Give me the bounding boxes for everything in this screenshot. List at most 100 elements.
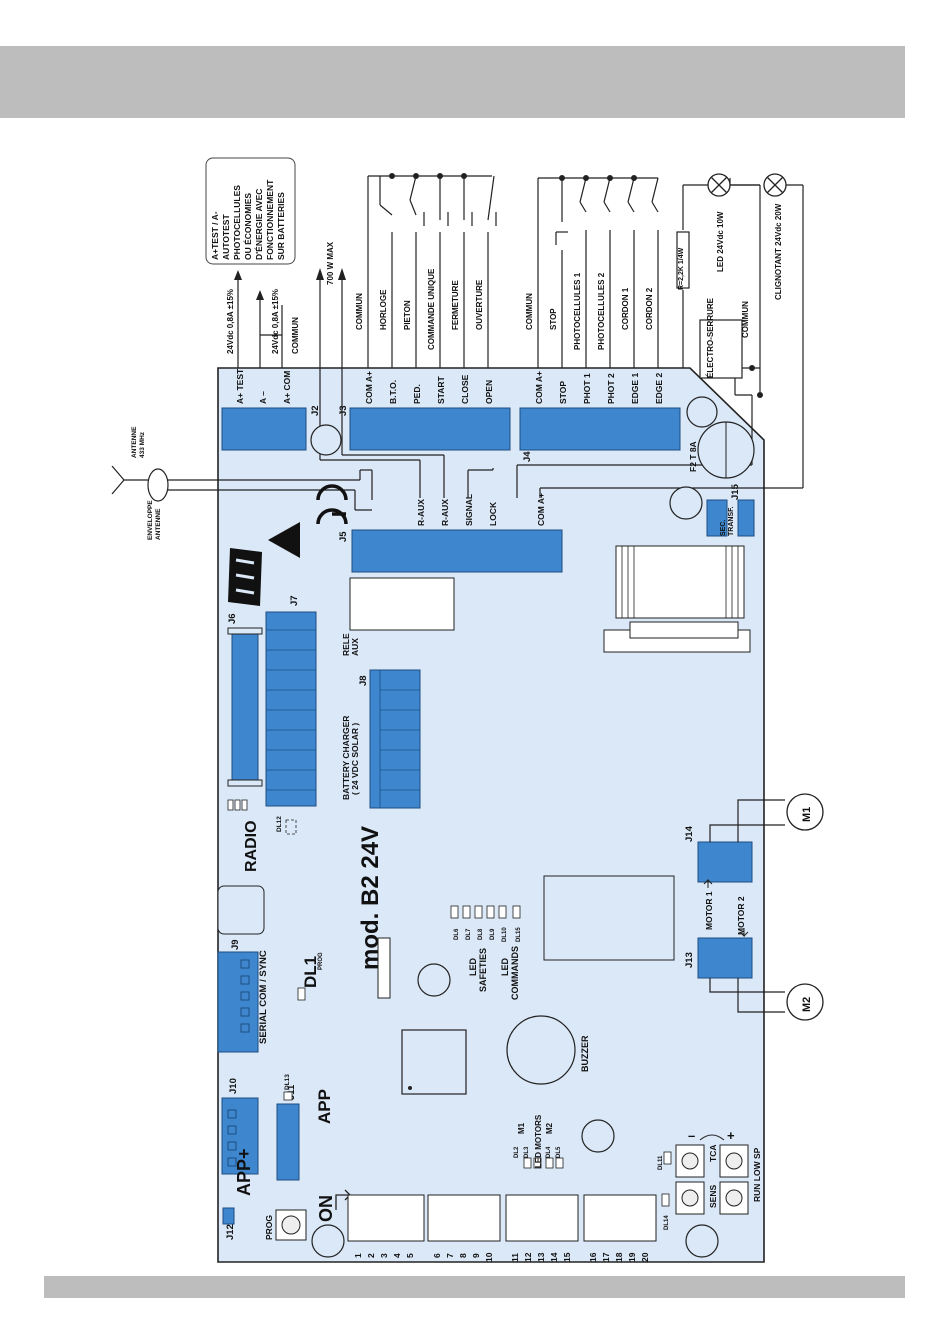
radio-module-socket <box>217 885 265 935</box>
ribbon-connector-j6[interactable] <box>231 627 259 787</box>
motor2-label: MOTOR 2 <box>736 896 746 935</box>
dl8-led <box>474 905 483 919</box>
led-commands-label: LED <box>500 957 510 976</box>
label-j3: J3 <box>338 405 349 416</box>
aux-relay <box>349 577 455 631</box>
terminal-number: 14 <box>549 1252 559 1262</box>
junction-dot <box>389 173 395 179</box>
connector-j3[interactable] <box>349 407 511 451</box>
j4-wire-label: STOP <box>549 308 558 330</box>
aux-relay-label: RELE <box>341 633 351 656</box>
connector-j15-a[interactable] <box>706 499 728 537</box>
j3-pin-label: OPEN <box>484 380 494 404</box>
battery-charger-label: BATTERY CHARGER <box>341 716 351 800</box>
led-commands-label: COMMANDS <box>510 946 520 1000</box>
esd-warning-icon <box>268 522 300 558</box>
dl1-label: DL1 <box>301 956 320 988</box>
svg-text:PHOTOCELLULES: PHOTOCELLULES <box>232 185 242 260</box>
radio-led <box>241 799 248 811</box>
dl6-led <box>450 905 459 919</box>
terminal-block-6-10 <box>427 1194 501 1242</box>
j4-wire-label: CORDON 2 <box>645 287 654 330</box>
mount-hole <box>417 963 451 997</box>
j3-pin-label: START <box>436 375 446 404</box>
j4-wire-label: CORDON 1 <box>621 287 630 330</box>
j5-pin-label: COM A+ <box>536 493 546 526</box>
mount-hole <box>311 1224 345 1258</box>
terminal-number: 9 <box>471 1253 481 1258</box>
j3-wire-label: COMMANDE UNIQUE <box>427 268 436 350</box>
dl9-label: DL9 <box>490 928 496 940</box>
label-j10: J10 <box>228 1078 239 1094</box>
j3-pin-label: CLOSE <box>460 374 470 404</box>
svg-text:AUTOTEST: AUTOTEST <box>221 214 231 260</box>
svg-text:D'ÉNERGIE AVEC: D'ÉNERGIE AVEC <box>254 189 264 260</box>
electric-lock-label: ÉLECTRO-SERRURE <box>706 297 715 378</box>
j2-wire-label: 24Vdc 0,8A ±15% <box>226 289 235 354</box>
buzzer <box>506 1015 576 1085</box>
junction-dot <box>461 173 467 179</box>
label-j4: J4 <box>522 451 533 462</box>
connector-j13[interactable] <box>697 937 753 979</box>
transformer <box>615 545 745 619</box>
junction-dot <box>437 173 443 179</box>
connector-j14[interactable] <box>697 841 753 883</box>
connector-j2[interactable] <box>221 407 307 451</box>
serial-label: SERIAL COM / SYNC <box>258 950 269 1044</box>
svg-text:OU ÉCONOMIES: OU ÉCONOMIES <box>243 193 253 260</box>
terminal-block-11-15 <box>505 1194 579 1242</box>
led-lamp-label: LED 24Vdc 10W <box>716 211 725 272</box>
power-arrow-1 <box>316 268 324 280</box>
dl12-led <box>285 819 297 835</box>
connector-j12[interactable] <box>222 1207 235 1225</box>
motor-m1-symbol <box>786 793 824 831</box>
dl2-led <box>523 1157 532 1169</box>
terminal-number: 7 <box>445 1253 455 1258</box>
dl7-label: DL7 <box>466 928 472 940</box>
dl11-label: DL11 <box>658 1155 664 1170</box>
j4-pin-label: COM A+ <box>534 371 544 404</box>
label-j15: J15 <box>730 483 741 500</box>
connector-j15-b[interactable] <box>737 499 755 537</box>
j4-pin-label: EDGE 1 <box>630 373 640 404</box>
trimmer-direction-icon <box>699 1134 725 1141</box>
label-j14: J14 <box>684 825 695 842</box>
junction-dot <box>583 175 589 181</box>
motor-relay-block <box>543 875 675 961</box>
j2-pin-label: A+ TEST <box>235 368 245 404</box>
dl7-led <box>462 905 471 919</box>
terminal-number: 15 <box>562 1252 572 1262</box>
j3-wire-label: PIETON <box>403 300 412 330</box>
dl14-label: DL14 <box>664 1215 670 1230</box>
terminal-number: 13 <box>536 1252 546 1262</box>
radio-led <box>234 799 241 811</box>
connector-j11[interactable] <box>276 1103 300 1181</box>
dl6-label: DL6 <box>454 928 460 940</box>
dl3-label: DL3 <box>524 1146 530 1158</box>
connector-j5[interactable] <box>351 529 563 573</box>
dl1-led <box>297 987 306 1001</box>
terminal-number: 20 <box>640 1252 650 1262</box>
j5-pin-label: LOCK <box>488 501 498 526</box>
dl2-label: DL2 <box>514 1146 520 1158</box>
junction-dot <box>607 175 613 181</box>
terminal-number: 18 <box>614 1252 624 1262</box>
dl10-label: DL10 <box>502 927 508 942</box>
connector-j4[interactable] <box>519 407 681 451</box>
dl15-led <box>512 905 521 919</box>
connector-j7[interactable] <box>265 611 317 807</box>
connector-j8[interactable] <box>369 669 421 809</box>
dl10-led <box>498 905 507 919</box>
j4-wiring <box>537 177 659 368</box>
terminal-number: 11 <box>510 1253 520 1262</box>
j4-wire-label: COMMUN <box>525 293 534 330</box>
resistor-symbol <box>676 231 690 289</box>
tca-label: TCA <box>708 1145 718 1162</box>
label-j8: J8 <box>358 675 369 686</box>
connector-j9[interactable] <box>217 951 259 1053</box>
power-arrow-2 <box>338 268 346 280</box>
terminal-number: 1 <box>353 1253 363 1258</box>
note-text: A+TEST / A- AUTOTEST PHOTOCELLULES OU ÉC… <box>210 179 286 260</box>
dl8-label: DL8 <box>478 928 484 940</box>
dl12-label: DL12 <box>276 816 283 832</box>
